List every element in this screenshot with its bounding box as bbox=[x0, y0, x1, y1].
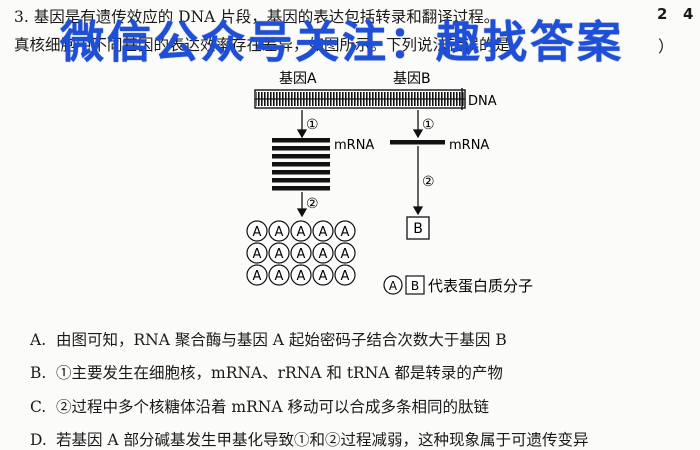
option-d-text: 若基因 A 部分碱基发生甲基化导致①和②过程减弱，这种现象属于可遗传变异 bbox=[56, 431, 589, 449]
protein-a-letter: A bbox=[275, 269, 284, 284]
protein-a-circle bbox=[268, 220, 290, 242]
mrna-label-a: mRNA bbox=[334, 138, 374, 153]
question-stem-line2: 真核细胞中不同基因的表达效率存在差异，如图所示。下列说法错误的是 bbox=[14, 36, 511, 54]
mrna-bar-b bbox=[390, 140, 445, 145]
legend: A B 代表蛋白质分子 bbox=[383, 275, 533, 295]
mrna-label-b: mRNA bbox=[449, 138, 489, 153]
protein-a-circle bbox=[312, 242, 334, 264]
protein-a-letter: A bbox=[253, 269, 262, 284]
option-b-key: B. bbox=[30, 364, 47, 382]
protein-a-circle bbox=[312, 220, 334, 242]
step-2-a: ② bbox=[306, 196, 319, 212]
option-a[interactable]: A. 由图可知，RNA 聚合酶与基因 A 起始密码子结合次数大于基因 B bbox=[30, 328, 507, 350]
legend-letter-a: A bbox=[389, 279, 398, 293]
mrna-stack-a bbox=[272, 138, 330, 191]
legend-text: 代表蛋白质分子 bbox=[428, 277, 533, 295]
legend-letter-b: B bbox=[411, 279, 419, 293]
step-1-b: ① bbox=[422, 117, 435, 133]
score-mark-right: 4 bbox=[683, 5, 694, 23]
protein-a-circle bbox=[246, 264, 268, 286]
option-c-text: ②过程中多个核糖体沿着 mRNA 移动可以合成多条相同的肽链 bbox=[56, 398, 489, 416]
option-a-text: 由图可知，RNA 聚合酶与基因 A 起始密码子结合次数大于基因 B bbox=[56, 331, 507, 349]
protein-a-circle bbox=[246, 242, 268, 264]
protein-a-letter: A bbox=[319, 247, 328, 262]
protein-a-circle bbox=[290, 264, 312, 286]
protein-a-letter: A bbox=[319, 269, 328, 284]
gene-b-label: 基因B bbox=[393, 70, 431, 87]
protein-a-letter: A bbox=[297, 225, 306, 240]
protein-a-circle bbox=[334, 264, 356, 286]
protein-a-letter: A bbox=[319, 225, 328, 240]
protein-a-circle bbox=[268, 264, 290, 286]
dna-strand bbox=[254, 88, 466, 110]
protein-a-letter: A bbox=[297, 247, 306, 262]
protein-b-box: B bbox=[406, 216, 430, 240]
protein-a-letter: A bbox=[253, 247, 262, 262]
protein-a-letter: A bbox=[341, 247, 350, 262]
option-d-key: D. bbox=[30, 431, 47, 449]
option-c[interactable]: C. ②过程中多个核糖体沿着 mRNA 移动可以合成多条相同的肽链 bbox=[30, 395, 489, 417]
protein-a-letter: A bbox=[341, 225, 350, 240]
protein-a-letter: A bbox=[253, 225, 262, 240]
gene-a-label: 基因A bbox=[279, 70, 317, 87]
watermark-overlay: 微信公众号关注：趣找答案 bbox=[60, 17, 624, 68]
protein-a-circle bbox=[334, 220, 356, 242]
dna-label: DNA bbox=[468, 94, 497, 109]
protein-a-letter: A bbox=[275, 225, 284, 240]
protein-a-letter: A bbox=[297, 269, 306, 284]
protein-a-letter: A bbox=[341, 269, 350, 284]
protein-a-circle bbox=[268, 242, 290, 264]
protein-a-circle bbox=[334, 242, 356, 264]
protein-a-circle bbox=[312, 264, 334, 286]
legend-circle-a bbox=[383, 275, 403, 295]
question-stem-line1: 3. 基因是有遗传效应的 DNA 片段，基因的表达包括转录和翻译过程。 bbox=[14, 8, 500, 26]
score-mark-left: 2 bbox=[657, 5, 668, 23]
option-a-key: A. bbox=[30, 331, 47, 349]
option-d[interactable]: D. 若基因 A 部分碱基发生甲基化导致①和②过程减弱，这种现象属于可遗传变异 bbox=[30, 428, 589, 450]
answer-paren: ） bbox=[658, 37, 675, 56]
step-1-a: ① bbox=[306, 117, 319, 133]
protein-a-circle bbox=[290, 242, 312, 264]
option-c-key: C. bbox=[30, 398, 47, 416]
option-b-text: ①主要发生在细胞核，mRNA、rRNA 和 tRNA 都是转录的产物 bbox=[56, 364, 503, 382]
protein-a-letter: A bbox=[275, 247, 284, 262]
protein-a-circle bbox=[246, 220, 268, 242]
legend-box-b bbox=[405, 275, 425, 295]
option-b[interactable]: B. ①主要发生在细胞核，mRNA、rRNA 和 tRNA 都是转录的产物 bbox=[30, 361, 503, 383]
protein-b-letter: B bbox=[413, 221, 423, 237]
protein-a-circle bbox=[290, 220, 312, 242]
step-2-b: ② bbox=[422, 174, 435, 190]
